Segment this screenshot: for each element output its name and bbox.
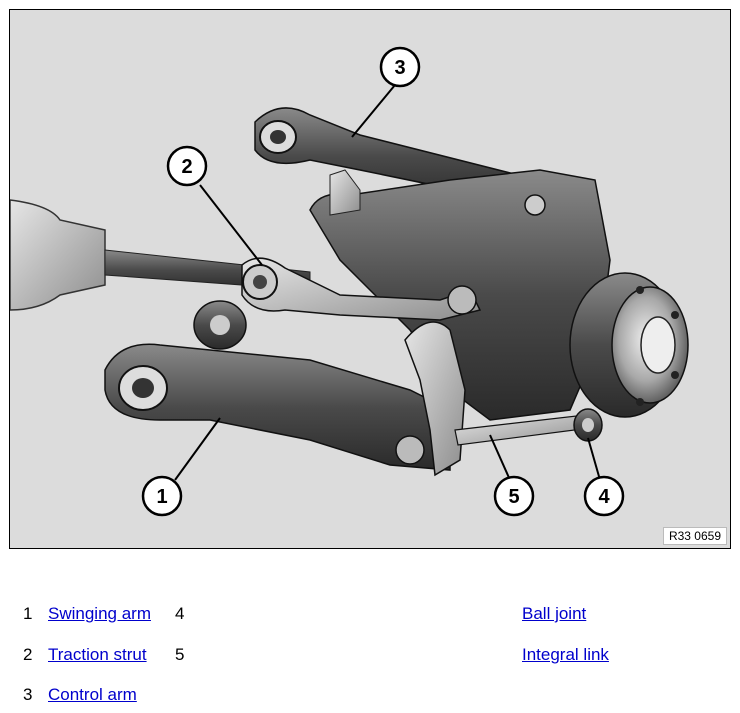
link-swinging-arm[interactable]: Swinging arm xyxy=(48,604,151,623)
legend-row: 3 Control arm xyxy=(0,683,740,707)
callout-2-label: 2 xyxy=(181,156,192,178)
link-traction-strut[interactable]: Traction strut xyxy=(48,645,147,664)
suspension-drawing: 1 2 3 4 5 xyxy=(10,46,689,517)
legend-number: 2 xyxy=(23,645,33,664)
callout-4: 4 xyxy=(583,475,625,517)
callout-1-label: 1 xyxy=(156,486,167,508)
leader-line-4 xyxy=(587,437,601,481)
leader-line-1 xyxy=(174,417,221,481)
legend-number: 4 xyxy=(175,604,185,623)
legend-row: 1 Swinging arm 4 Ball joint xyxy=(0,602,740,626)
callout-1: 1 xyxy=(141,475,183,517)
leader-line-2 xyxy=(199,184,263,266)
legend-number: 1 xyxy=(23,604,33,623)
callout-5: 5 xyxy=(493,475,535,517)
callout-3-label: 3 xyxy=(394,57,405,79)
figure-reference-code: R33 0659 xyxy=(662,527,727,545)
callout-3: 3 xyxy=(379,46,421,88)
legend-number: 3 xyxy=(23,685,33,704)
callout-4-label: 4 xyxy=(598,486,610,508)
traction-strut-shape xyxy=(241,257,482,321)
callout-5-label: 5 xyxy=(508,486,519,508)
rear-bushing-shape xyxy=(193,300,247,350)
leader-line-3 xyxy=(351,84,396,138)
ball-joint-shape xyxy=(573,408,603,442)
leader-line-5 xyxy=(489,434,511,481)
legend-number: 5 xyxy=(175,645,185,664)
knuckle-bracket-shape xyxy=(404,321,466,477)
link-ball-joint[interactable]: Ball joint xyxy=(522,604,587,623)
legend-row: 2 Traction strut 5 Integral link xyxy=(0,643,740,667)
link-control-arm[interactable]: Control arm xyxy=(48,685,137,704)
link-integral-link[interactable]: Integral link xyxy=(522,645,609,664)
swinging-arm-shape xyxy=(104,343,451,471)
suspension-diagram: 1 2 3 4 5 R33 0659 xyxy=(9,9,731,549)
leader-lines xyxy=(174,84,601,481)
wheel-hub-shape xyxy=(569,272,689,418)
integral-link-shape xyxy=(454,414,591,446)
callout-2: 2 xyxy=(166,145,208,187)
